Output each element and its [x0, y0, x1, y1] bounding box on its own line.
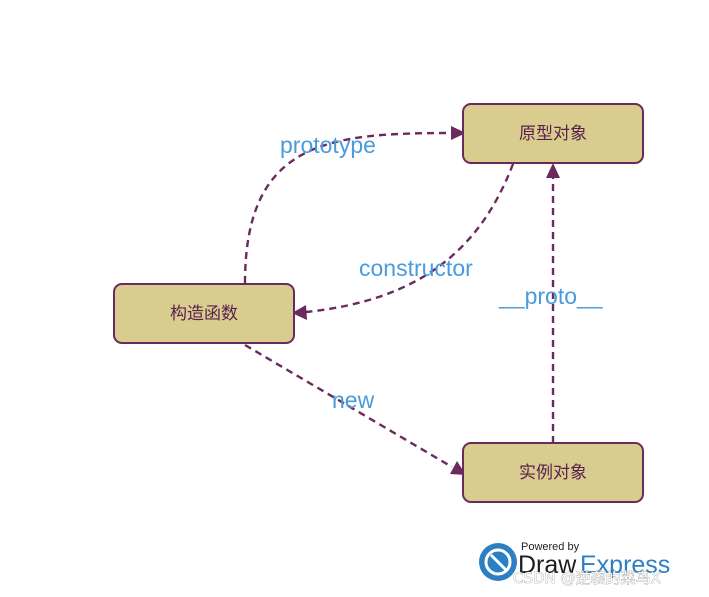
edge-prototype [243, 131, 453, 284]
node-prototype-object-label: 原型对象 [519, 124, 587, 144]
powered-by-text: Powered by [521, 541, 580, 553]
node-instance-object-box [462, 442, 644, 503]
node-constructor-function[interactable]: 构造函数 [113, 283, 295, 344]
edge-new [244, 343, 453, 469]
node-prototype-object-box [462, 103, 644, 164]
drawexpress-logo-pen-icon [489, 553, 509, 573]
edge-constructor [305, 163, 515, 314]
brand-express-text: Express [580, 551, 670, 579]
node-constructor-function-label: 构造函数 [170, 304, 238, 324]
label-proto: __proto__ [498, 283, 604, 309]
label-new: new [332, 387, 375, 413]
brand-draw-text: Draw [518, 551, 577, 579]
node-instance-object[interactable]: 实例对象 [462, 442, 644, 503]
drawexpress-logo-ring-icon [484, 548, 512, 576]
label-constructor: constructor [359, 255, 473, 281]
drawexpress-watermark: Powered by Draw Express CSDN @逆袭的菜鸟X [479, 541, 670, 587]
node-instance-object-label: 实例对象 [519, 463, 587, 483]
node-constructor-function-box [113, 283, 295, 344]
node-prototype-object[interactable]: 原型对象 [462, 103, 644, 164]
arrowhead-prototype [451, 126, 466, 140]
csdn-watermark-text: CSDN @逆袭的菜鸟X [513, 569, 661, 587]
arrowhead-proto [546, 163, 560, 178]
arrowhead-constructor [292, 305, 307, 320]
label-prototype: prototype [280, 132, 376, 158]
